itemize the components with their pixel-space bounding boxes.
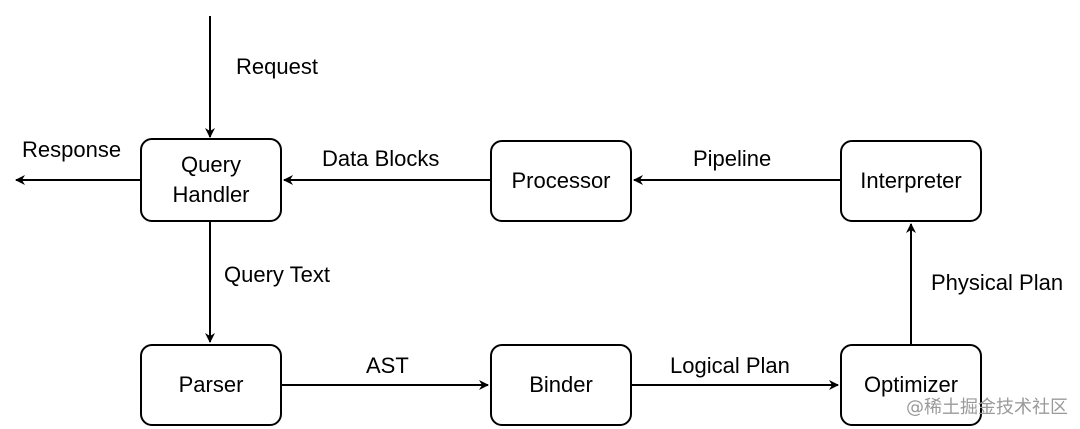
physical-plan-label: Physical Plan [931,270,1064,295]
processor-node: Processor [490,140,632,222]
query-text-label: Query Text [224,262,330,287]
binder-label: Binder [529,372,593,397]
query-handler-line2: Handler [172,182,250,207]
parser-label: Parser [178,372,244,397]
optimizer-label: Optimizer [863,372,959,397]
query-handler-node: Query Handler [140,138,282,222]
data-blocks-label: Data Blocks [322,146,440,171]
parser-node: Parser [140,344,282,426]
logical-plan-label: Logical Plan [670,353,790,378]
binder-node: Binder [490,344,632,426]
query-handler-line1: Query [181,152,241,177]
optimizer-node: Optimizer [840,344,982,426]
ast-label: AST [366,353,409,378]
request-label: Request [236,54,318,79]
interpreter-node: Interpreter [840,140,982,222]
interpreter-label: Interpreter [860,168,962,193]
processor-label: Processor [511,168,611,193]
pipeline-label: Pipeline [693,146,772,171]
response-label: Response [22,137,122,162]
watermark: @稀土掘金技术社区 [906,397,1068,418]
